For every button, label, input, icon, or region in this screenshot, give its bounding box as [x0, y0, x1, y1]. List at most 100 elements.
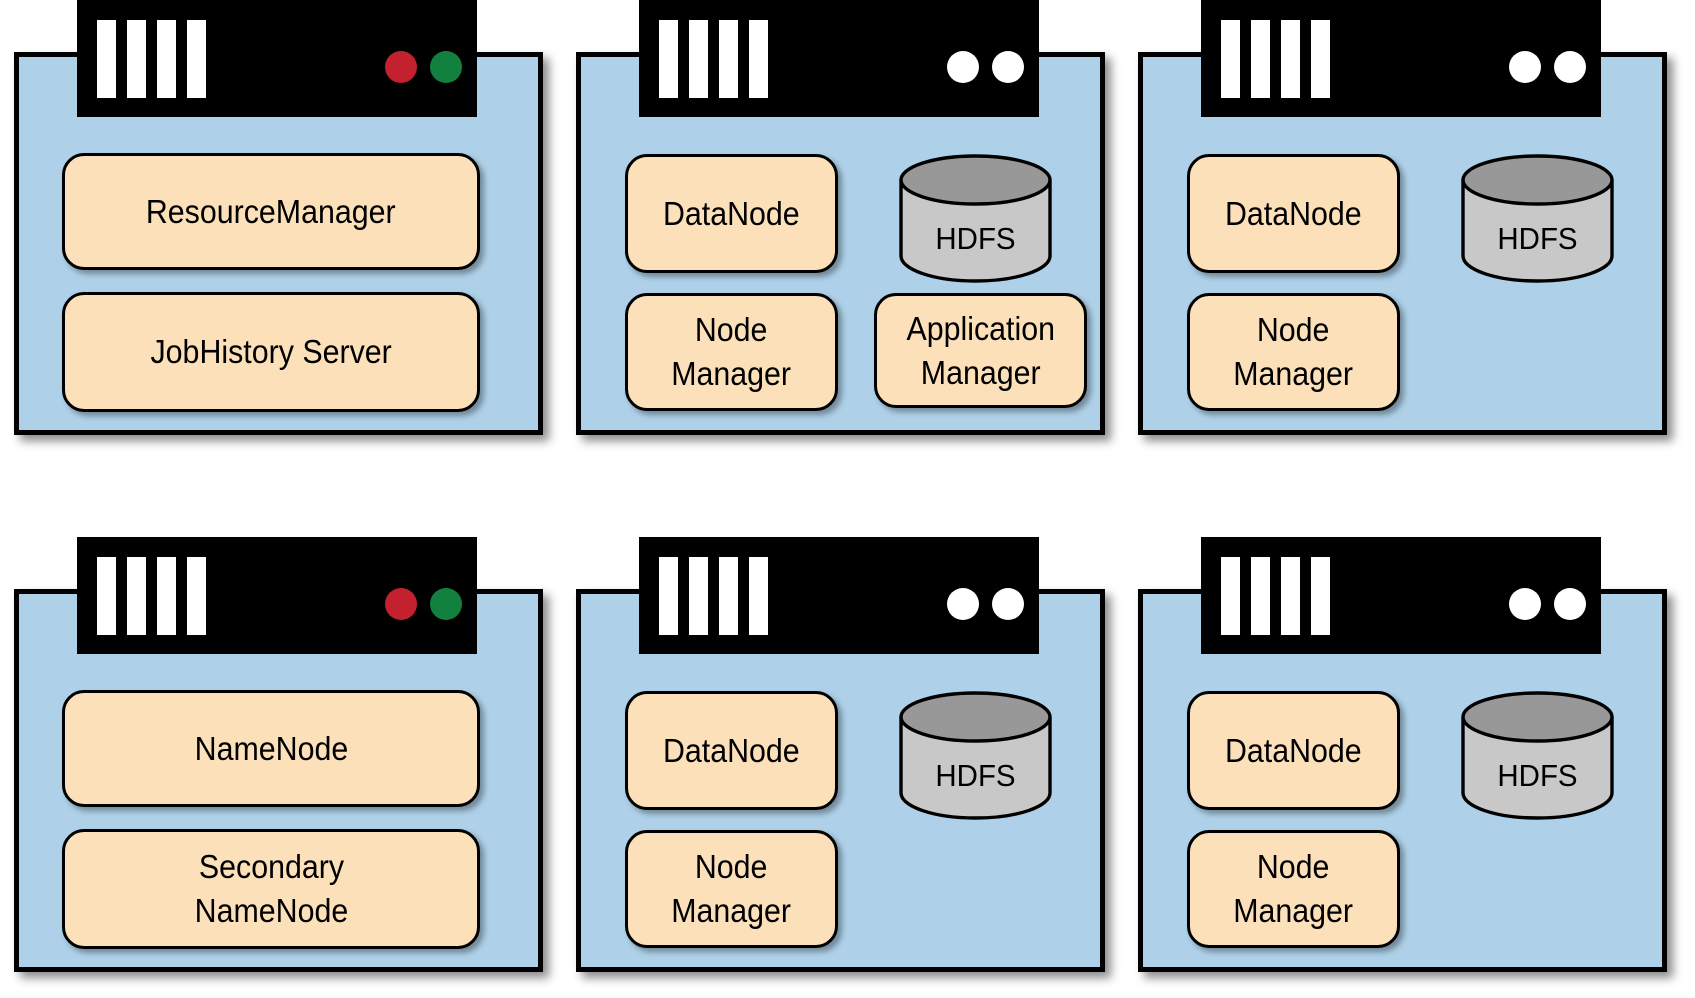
led-red-icon: [385, 588, 417, 620]
led-white-icon: [1509, 588, 1541, 620]
vent-bar: [127, 20, 146, 98]
cylinder-top: [899, 154, 1052, 206]
datanode-label: DataNode: [1225, 194, 1362, 232]
server-chassis-icon: [1201, 0, 1601, 117]
storage-cylinder-svg: [1461, 691, 1614, 820]
vent-bar: [157, 557, 176, 635]
server-chassis-icon: [77, 0, 477, 117]
server-chassis-icon: [77, 537, 477, 654]
hdfs-cylinder-icon: [1459, 690, 1616, 822]
storage-cylinder-svg: [899, 691, 1052, 820]
datanode-box: DataNode: [1187, 691, 1400, 810]
cylinder-top: [1461, 154, 1614, 206]
vent-bar: [187, 20, 206, 98]
hdfs-label: HDFS: [935, 221, 1016, 256]
jobhistory-server-label: JobHistory Server: [150, 333, 392, 371]
led-white-icon: [992, 51, 1024, 83]
led-red-icon: [385, 51, 417, 83]
cylinder-body: [899, 180, 1052, 283]
cylinder-body: [1461, 717, 1614, 820]
vent-bars-icon: [97, 20, 206, 98]
status-leds: [1509, 51, 1586, 83]
jobhistory-server-box: JobHistory Server: [62, 292, 480, 412]
cylinder-top: [899, 691, 1052, 743]
vent-bar: [1311, 20, 1330, 98]
node-manager-box: Node Manager: [625, 293, 838, 411]
status-leds: [385, 51, 462, 83]
led-white-icon: [947, 588, 979, 620]
application-manager-label: Application Manager: [906, 309, 1055, 391]
vent-bars-icon: [659, 557, 768, 635]
storage-cylinder-svg: [1461, 154, 1614, 283]
node-manager-label: Node Manager: [1233, 311, 1354, 392]
vent-bars-icon: [1221, 557, 1330, 635]
application-manager-box: Application Manager: [874, 293, 1087, 408]
datanode-box: DataNode: [625, 691, 838, 810]
vent-bar: [1221, 557, 1240, 635]
vent-bar: [1311, 557, 1330, 635]
vent-bar: [1281, 557, 1300, 635]
status-leds: [947, 588, 1024, 620]
status-leds: [947, 51, 1024, 83]
vent-bar: [1251, 557, 1270, 635]
datanode-label: DataNode: [663, 731, 800, 769]
status-leds: [1509, 588, 1586, 620]
datanode-label: DataNode: [663, 194, 800, 232]
secondary-namenode-box: Secondary NameNode: [62, 829, 480, 949]
datanode-box: DataNode: [1187, 154, 1400, 273]
vent-bar: [689, 20, 708, 98]
led-white-icon: [992, 588, 1024, 620]
node-manager-box: Node Manager: [625, 830, 838, 948]
vent-bar: [97, 557, 116, 635]
server-chassis-icon: [639, 0, 1039, 117]
node-manager-label: Node Manager: [1233, 848, 1354, 929]
server-chassis-icon: [639, 537, 1039, 654]
secondary-namenode-label: Secondary NameNode: [194, 848, 348, 929]
led-white-icon: [1554, 51, 1586, 83]
resourcemanager-box: ResourceManager: [62, 153, 480, 270]
vent-bar: [157, 20, 176, 98]
cylinder-body: [899, 717, 1052, 820]
vent-bar: [97, 20, 116, 98]
led-white-icon: [947, 51, 979, 83]
node-manager-label: Node Manager: [671, 311, 792, 392]
led-green-icon: [430, 51, 462, 83]
vent-bar: [689, 557, 708, 635]
datanode-label: DataNode: [1225, 731, 1362, 769]
hdfs-label: HDFS: [1497, 221, 1578, 256]
cylinder-top: [1461, 691, 1614, 743]
led-green-icon: [430, 588, 462, 620]
vent-bar: [659, 557, 678, 635]
status-leds: [385, 588, 462, 620]
led-white-icon: [1554, 588, 1586, 620]
hdfs-cylinder-icon: [1459, 153, 1616, 285]
vent-bars-icon: [1221, 20, 1330, 98]
vent-bar: [749, 20, 768, 98]
node-manager-label: Node Manager: [671, 848, 792, 929]
vent-bar: [1281, 20, 1300, 98]
vent-bars-icon: [97, 557, 206, 635]
resourcemanager-label: ResourceManager: [146, 192, 396, 230]
node-manager-box: Node Manager: [1187, 830, 1400, 948]
namenode-box: NameNode: [62, 690, 480, 807]
vent-bar: [749, 557, 768, 635]
hdfs-cylinder-icon: [897, 690, 1054, 822]
vent-bar: [659, 20, 678, 98]
server-chassis-icon: [1201, 537, 1601, 654]
vent-bar: [127, 557, 146, 635]
hdfs-label: HDFS: [935, 758, 1016, 793]
hdfs-label: HDFS: [1497, 758, 1578, 793]
storage-cylinder-svg: [899, 154, 1052, 283]
vent-bar: [719, 20, 738, 98]
vent-bar: [1221, 20, 1240, 98]
vent-bars-icon: [659, 20, 768, 98]
cylinder-body: [1461, 180, 1614, 283]
vent-bar: [719, 557, 738, 635]
